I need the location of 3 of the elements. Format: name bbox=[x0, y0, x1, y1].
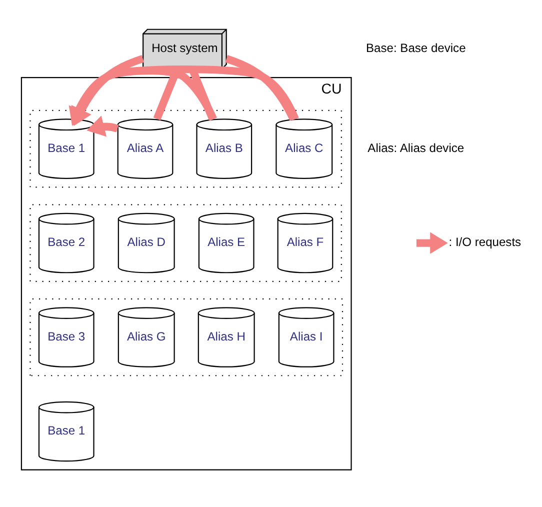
legend-label: : I/O requests bbox=[448, 234, 522, 249]
label: Base: Base device bbox=[366, 40, 466, 55]
label: Alias: Alias device bbox=[368, 140, 464, 154]
